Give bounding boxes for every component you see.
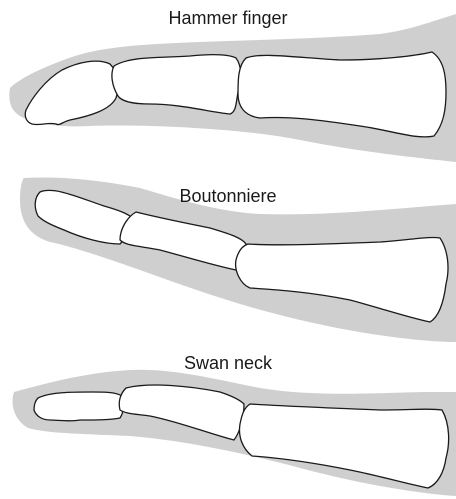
boutonniere-title: Boutonniere	[0, 186, 456, 206]
swan-neck-title: Swan neck	[0, 353, 456, 373]
hammer-finger-panel	[9, 14, 456, 162]
swan-neck-panel	[13, 370, 456, 496]
swan-neck-distal-phalanx	[34, 392, 123, 421]
hammer-finger-title: Hammer finger	[0, 8, 456, 28]
